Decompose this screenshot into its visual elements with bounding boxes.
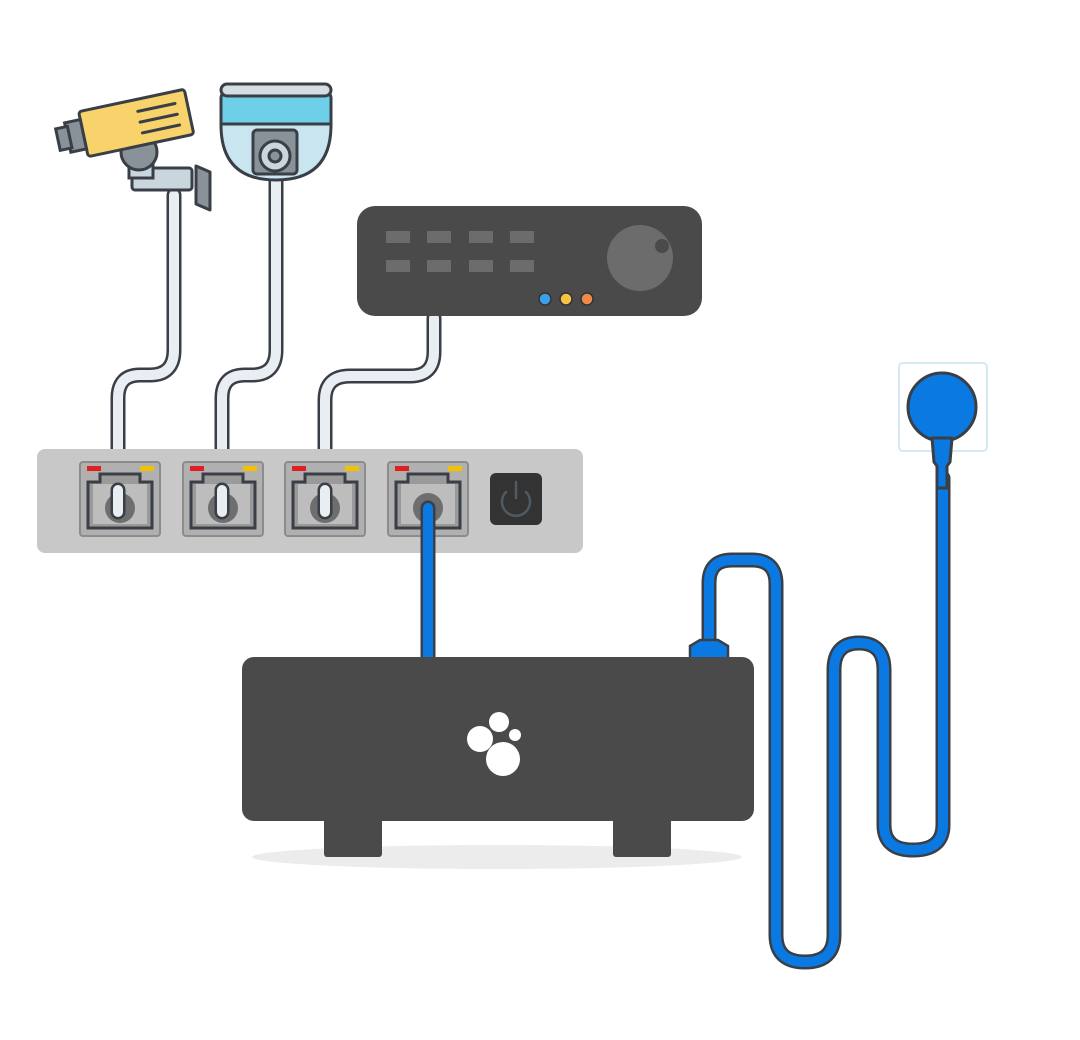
bullet-camera-icon	[53, 88, 212, 212]
gray-cables	[110, 172, 442, 518]
server-logo-icon	[467, 712, 521, 776]
recorder-knob	[607, 225, 673, 291]
recorder-led-orange	[580, 292, 594, 306]
recorder-led-blue	[538, 292, 552, 306]
power-button-icon[interactable]	[490, 473, 542, 525]
gray-cable-plugs	[110, 482, 333, 520]
dome-camera-icon	[219, 82, 333, 182]
power-cable	[701, 470, 951, 970]
recorder-display-segments	[386, 231, 534, 272]
power-plug-icon	[930, 436, 954, 490]
recorder-led-yellow	[559, 292, 573, 306]
recorder-icon	[357, 206, 702, 316]
home-server-icon	[242, 638, 754, 857]
wall-outlet-icon	[898, 362, 988, 490]
